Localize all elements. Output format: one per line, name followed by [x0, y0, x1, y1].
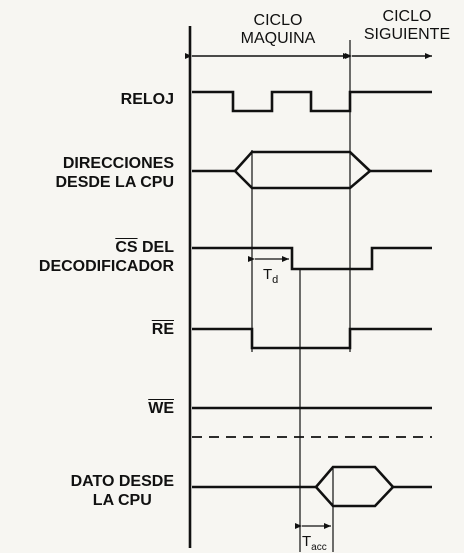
cs-label-bar: CS [115, 239, 138, 256]
cycle-label-line1: CICLO [253, 12, 303, 29]
re-waveform [192, 327, 432, 350]
re-label: RE [152, 320, 174, 339]
cs-label: CS DEL DECODIFICADOR [39, 238, 174, 276]
tacc-label-sub: acc [311, 542, 327, 553]
cycle-label-line2: MAQUINA [240, 30, 316, 47]
clock-waveform [192, 90, 432, 113]
cs-waveform [192, 246, 432, 271]
tacc-label-main: T [302, 533, 312, 550]
data-label: DATO DESDE LA CPU [71, 472, 174, 510]
next-cycle-label: CICLO SIGUIENTE [352, 8, 462, 44]
td-label: Td [263, 266, 278, 286]
address-label-line2: DESDE LA CPU [55, 174, 174, 191]
next-cycle-label-line2: SIGUIENTE [363, 26, 451, 43]
clock-label-text: RELOJ [120, 91, 174, 108]
cs-label-line2: DECODIFICADOR [38, 258, 174, 275]
address-label-line1: DIRECCIONES [62, 155, 174, 172]
td-label-sub: d [272, 274, 279, 286]
we-label-text: WE [148, 400, 174, 417]
data-bus-valid [314, 465, 395, 508]
we-label: WE [148, 399, 174, 418]
re-label-text: RE [151, 321, 174, 338]
address-label: DIRECCIONES DESDE LA CPU [55, 154, 174, 192]
td-label-main: T [263, 266, 273, 283]
data-label-line2: LA CPU [92, 492, 152, 509]
tacc-label: Tacc [302, 533, 327, 553]
data-label-line1: DATO DESDE [70, 473, 174, 490]
cycle-label: CICLO MAQUINA [223, 12, 333, 48]
cs-label-rest: DEL [137, 239, 174, 256]
next-cycle-label-line1: CICLO [382, 8, 432, 25]
clock-label: RELOJ [121, 90, 174, 109]
cs-label-line1: CS DEL [39, 238, 174, 257]
